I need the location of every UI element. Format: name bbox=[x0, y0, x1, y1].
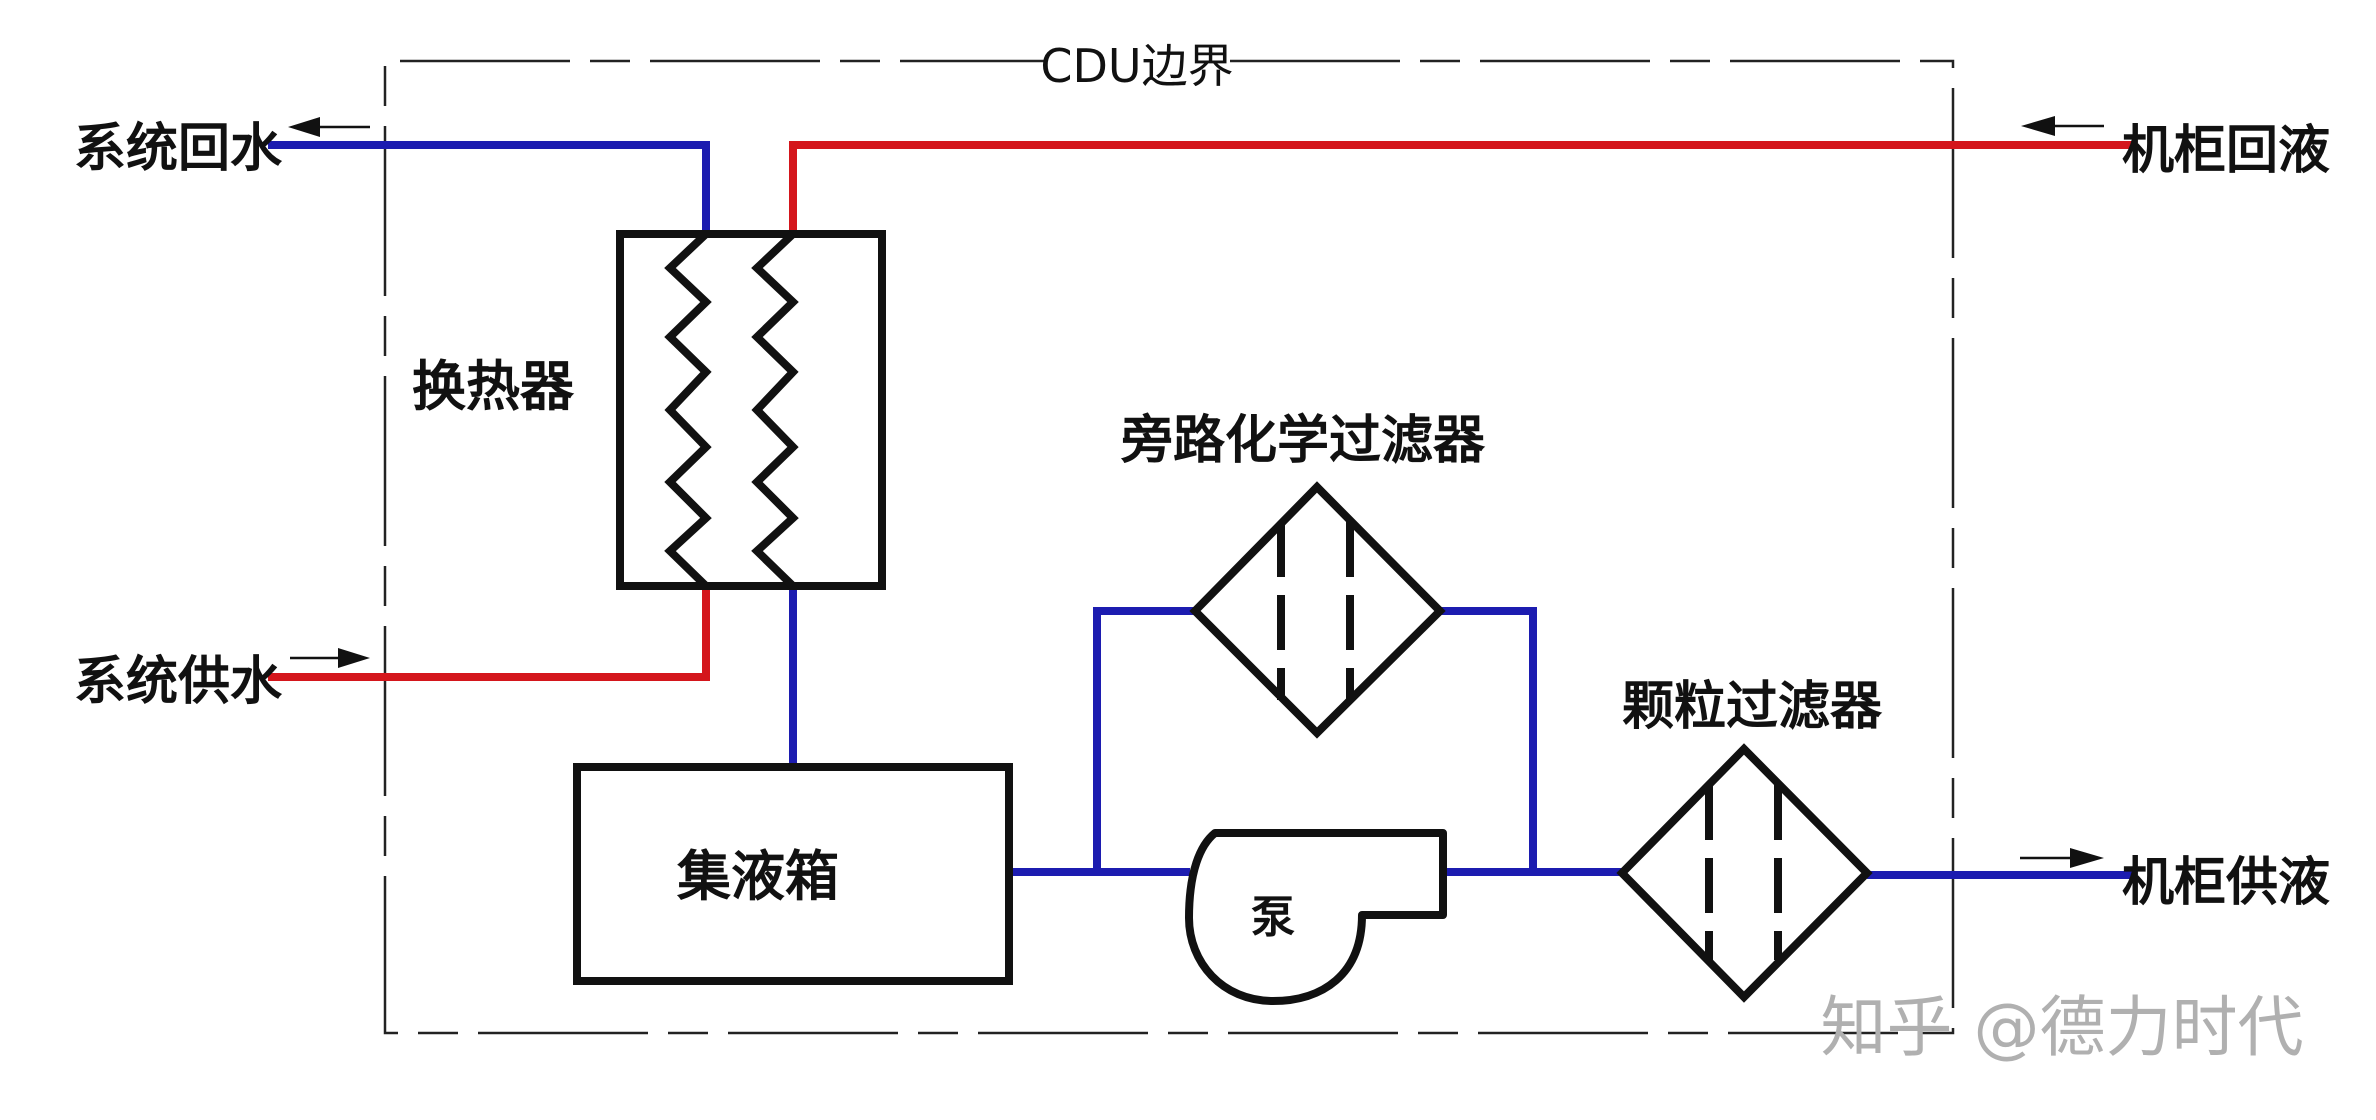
system-supply-label: 系统供水 bbox=[74, 652, 283, 712]
cdu-boundary-label: CDU边界 bbox=[1040, 39, 1233, 93]
pump bbox=[1185, 829, 1447, 1005]
particle-filter-label: 颗粒过滤器 bbox=[1622, 677, 1883, 737]
particle-filter bbox=[1616, 743, 1873, 1003]
cabinet-return-pipe bbox=[789, 141, 2133, 234]
cold-pipes bbox=[268, 141, 2133, 879]
arrow-system-supply bbox=[290, 648, 370, 668]
cabinet-supply-label: 机柜供液 bbox=[2122, 853, 2330, 913]
arrow-cabinet-return bbox=[2021, 116, 2104, 136]
heat-exchanger bbox=[616, 230, 886, 590]
exchanger-coil-right bbox=[751, 231, 799, 589]
cabinet-return-label: 机柜回液 bbox=[2122, 121, 2330, 181]
heat-exchanger-label: 换热器 bbox=[412, 355, 575, 418]
tank-label: 集液箱 bbox=[676, 845, 839, 908]
bypass-filter-label: 旁路化学过滤器 bbox=[1120, 411, 1486, 471]
arrow-cabinet-supply bbox=[2020, 848, 2104, 868]
exchanger-coil-left bbox=[664, 231, 712, 589]
arrow-system-return bbox=[288, 117, 370, 137]
system-supply-pipe bbox=[268, 586, 710, 681]
system-return-label: 系统回水 bbox=[74, 119, 283, 179]
bypass-chemical-filter bbox=[1189, 481, 1446, 739]
collection-tank bbox=[573, 763, 1013, 985]
cdu-boundary bbox=[383, 59, 1955, 1035]
watermark: 知乎 @德力时代 bbox=[1821, 989, 2304, 1066]
hot-pipes bbox=[268, 141, 2133, 681]
bypass-left-pipe bbox=[1093, 607, 1195, 872]
bypass-right-pipe bbox=[1440, 607, 1537, 872]
system-return-pipe bbox=[268, 141, 710, 234]
pump-label: 泵 bbox=[1251, 892, 1295, 943]
